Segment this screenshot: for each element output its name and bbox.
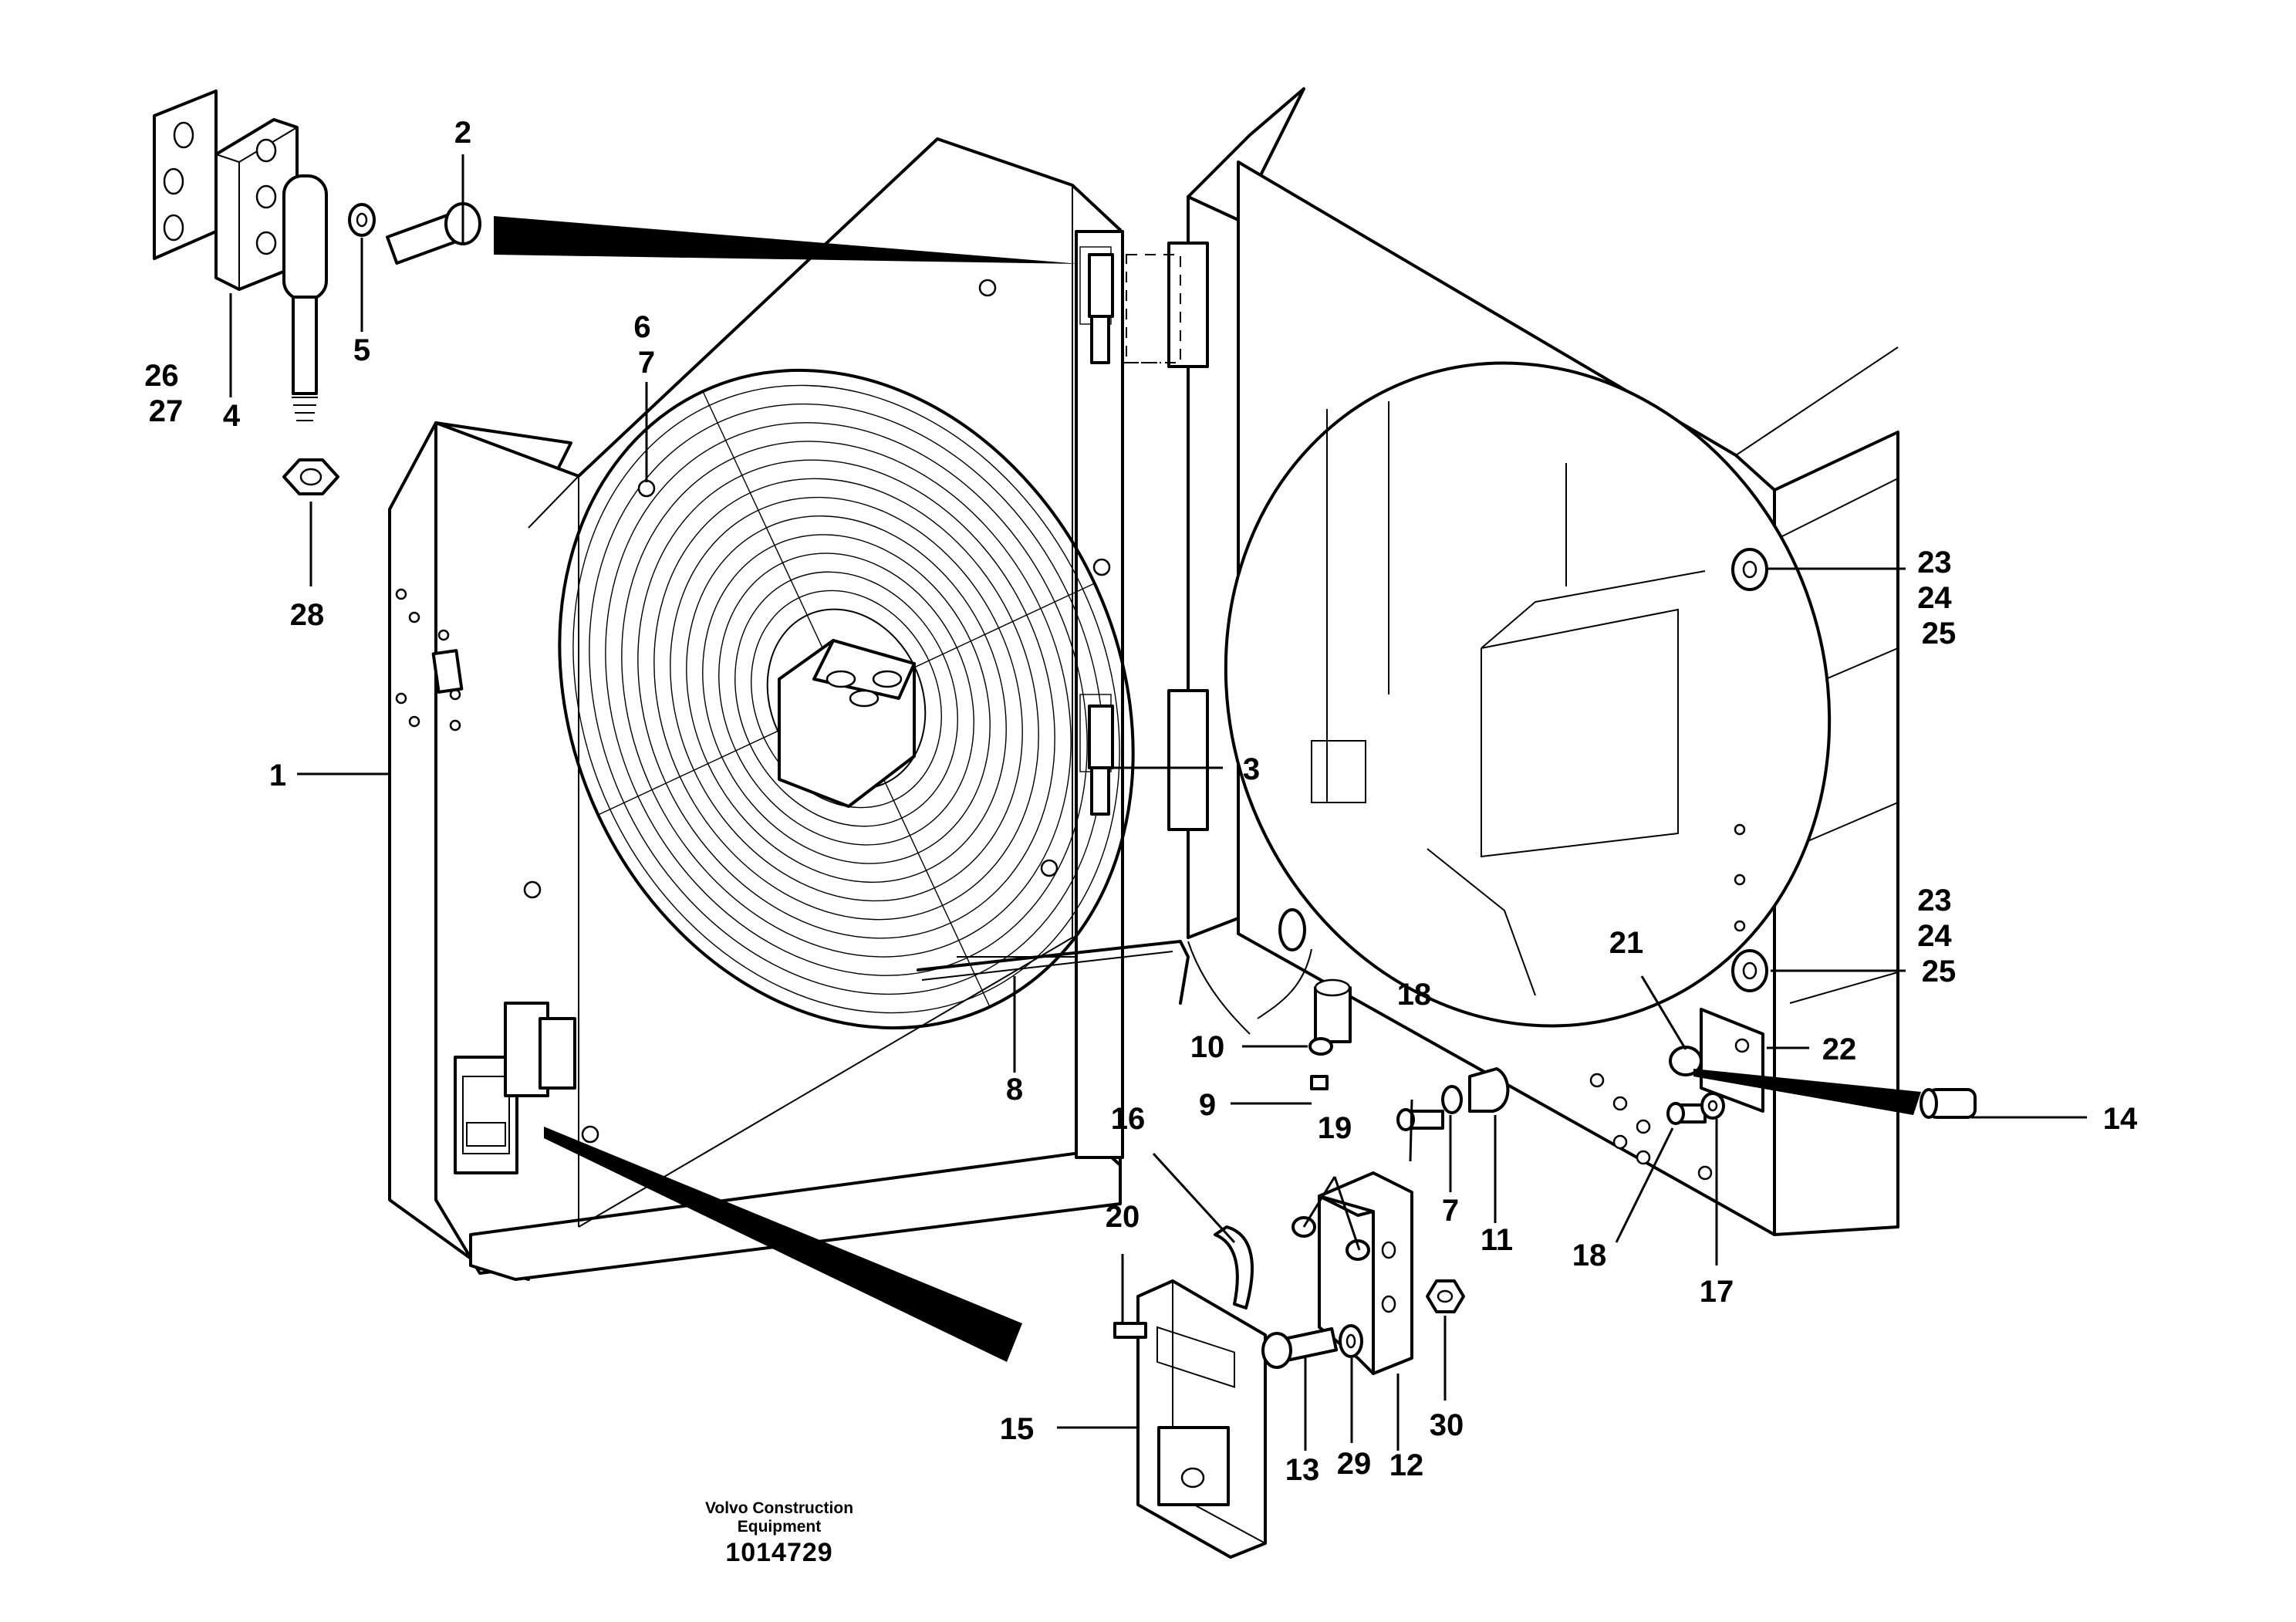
frame-bolts [523,279,1111,1144]
callout-14: 14 [2103,1102,2138,1136]
callout-30: 30 [1430,1408,1464,1442]
callout-labels: 1 2 3 4 5 6 7 7 8 9 10 11 12 13 14 15 16… [144,116,2138,1487]
callout-2: 2 [454,116,471,150]
callout-3: 3 [1243,752,1260,786]
callout-5: 5 [353,333,370,367]
callout-15: 15 [1000,1412,1035,1446]
callout-8: 8 [1006,1073,1023,1107]
callout-7: 7 [1442,1194,1459,1228]
fan-guard [558,368,1135,1030]
brand-line-2: Equipment [737,1518,822,1536]
pointer-wedges [494,216,1921,1362]
callout-17: 17 [1700,1275,1734,1309]
fan-motor [778,639,916,808]
hardware-small [1308,1037,1725,1131]
door-latch [454,1002,576,1174]
shroud-side-holes [395,588,464,732]
callout-29: 29 [1337,1447,1372,1481]
radiator-frame-holes [1589,823,1746,1181]
leader-lines [229,154,2087,1451]
latch-assembly [1113,1171,1465,1559]
callout-20: 20 [1106,1200,1140,1234]
callout-23-24-25-top: 23 24 25 [1917,546,1960,650]
spacer-bushings [1731,548,1768,992]
door-hinges [1088,253,1114,816]
callout-11: 11 [1481,1223,1513,1257]
callout-18-left: 18 [1397,978,1432,1012]
pin-14 [1920,1088,1977,1119]
callout-13: 13 [1285,1453,1320,1487]
callout-21: 21 [1609,926,1644,960]
radiator-frame [1123,87,1899,1236]
callout-12: 12 [1389,1448,1424,1482]
callout-1: 1 [269,759,286,792]
callout-22: 22 [1822,1032,1857,1066]
callout-4: 4 [223,399,241,433]
callout-19: 19 [1318,1111,1352,1145]
hinge-parts-top-left [153,90,481,495]
callout-10: 10 [1190,1030,1225,1064]
callout-26-27: 26 27 [144,359,187,428]
brand-line-1: Volvo Construction [704,1499,854,1517]
support-rod [917,940,1190,1005]
frame-cable [1187,908,1352,1043]
callout-18-right: 18 [1572,1238,1607,1272]
callout-23-24-25-bottom: 23 24 25 [1917,884,1960,988]
callout-6-7: 6 7 [633,310,659,380]
callout-16: 16 [1111,1102,1146,1136]
callout-9: 9 [1199,1088,1216,1122]
drawing-number: 1014729 [725,1538,833,1567]
callout-28: 28 [290,598,325,632]
